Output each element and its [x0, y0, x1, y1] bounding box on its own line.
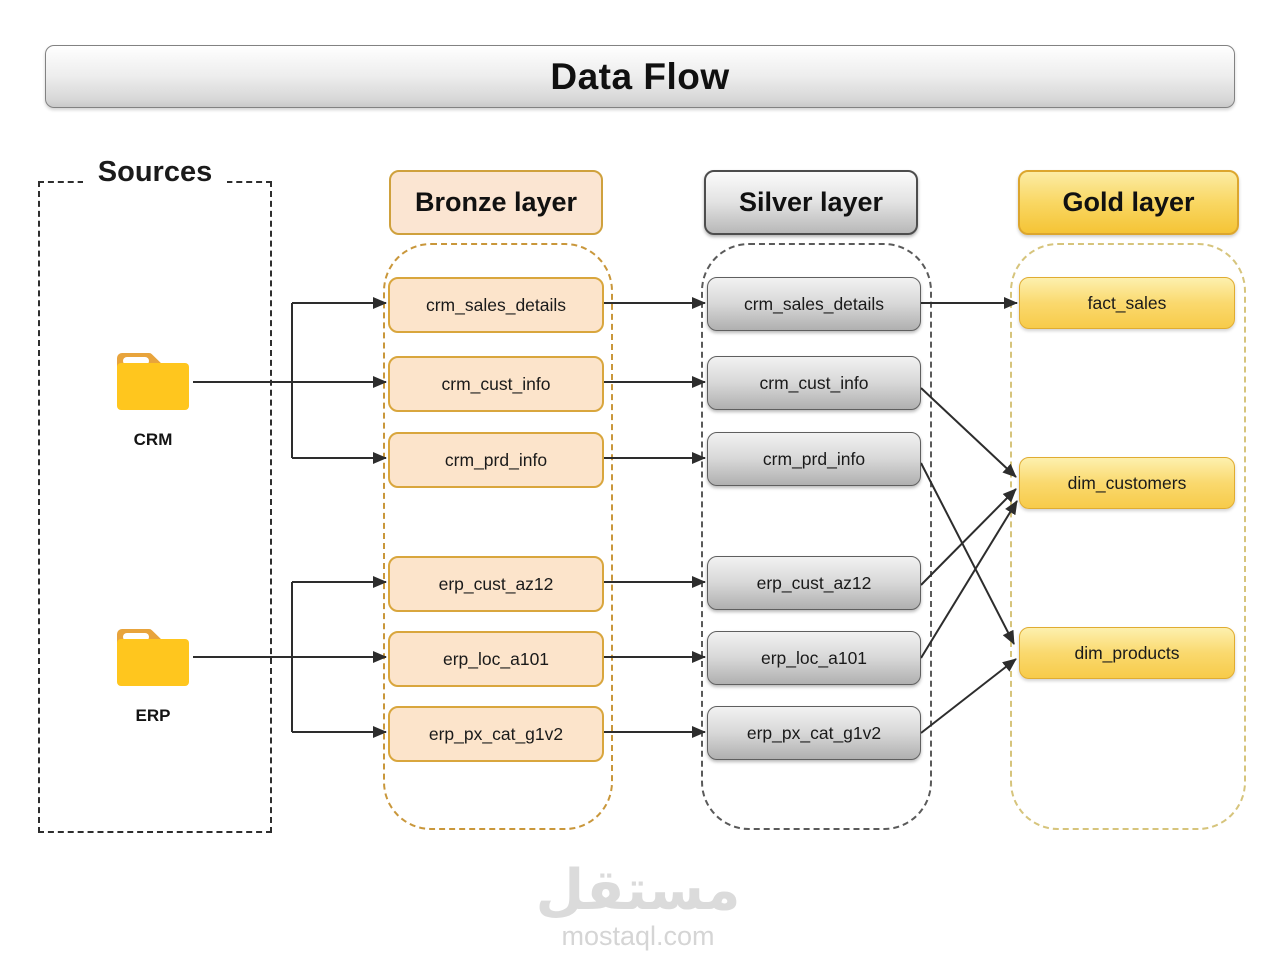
source-crm-label: CRM: [133, 430, 173, 449]
bronze-layer-container: [383, 243, 613, 830]
silver-layer-container: [701, 243, 932, 830]
gold-layer-header: Gold layer: [1018, 170, 1239, 235]
silver-node-crm-sales-details: crm_sales_details: [707, 277, 921, 331]
arrow-crm-prd-info-to-dim-products: [920, 462, 1015, 645]
bronze-node-crm-prd-info: crm_prd_info: [388, 432, 604, 488]
silver-node-erp-loc-a101: erp_loc_a101: [707, 631, 921, 685]
silver-node-erp-cust-az12: erp_cust_az12: [707, 556, 921, 610]
bronze-node-crm-cust-info: crm_cust_info: [388, 356, 604, 412]
silver-node-erp-px-cat-g1v2: erp_px_cat_g1v2: [707, 706, 921, 760]
arrow-crm-cust-info-to-dim-customers: [920, 387, 1017, 478]
bronze-node-erp-cust-az12: erp_cust_az12: [388, 556, 604, 612]
bronze-layer-header: Bronze layer: [389, 170, 603, 235]
bronze-node-crm-sales-details: crm_sales_details: [388, 277, 604, 333]
silver-node-crm-prd-info: crm_prd_info: [707, 432, 921, 486]
diagram-title: Data Flow: [550, 55, 730, 97]
diagram-title-bar: Data Flow: [45, 45, 1235, 108]
silver-node-crm-cust-info: crm_cust_info: [707, 356, 921, 410]
arrow-erp-loc-a101-to-dim-customers: [920, 500, 1018, 659]
source-erp: ERP: [113, 626, 193, 726]
folder-icon: [117, 352, 189, 410]
source-crm: CRM: [113, 350, 193, 450]
bronze-node-erp-loc-a101: erp_loc_a101: [388, 631, 604, 687]
gold-node-fact-sales: fact_sales: [1019, 277, 1235, 329]
arrow-erp-cust-az12-to-dim-customers: [920, 488, 1017, 586]
source-erp-label: ERP: [135, 706, 171, 725]
bronze-node-erp-px-cat-g1v2: erp_px_cat_g1v2: [388, 706, 604, 762]
gold-node-dim-products: dim_products: [1019, 627, 1235, 679]
mostaql-logo: مستقل: [535, 858, 741, 923]
mostaql-url: mostaql.com: [561, 920, 715, 951]
watermark: مستقل mostaql.com: [528, 858, 748, 952]
gold-layer-container: [1010, 243, 1246, 830]
silver-layer-header: Silver layer: [704, 170, 918, 235]
arrow-erp-px-cat-g1v2-to-dim-products: [920, 658, 1017, 734]
gold-node-dim-customers: dim_customers: [1019, 457, 1235, 509]
sources-label: Sources: [83, 156, 227, 190]
folder-icon: [117, 628, 189, 686]
